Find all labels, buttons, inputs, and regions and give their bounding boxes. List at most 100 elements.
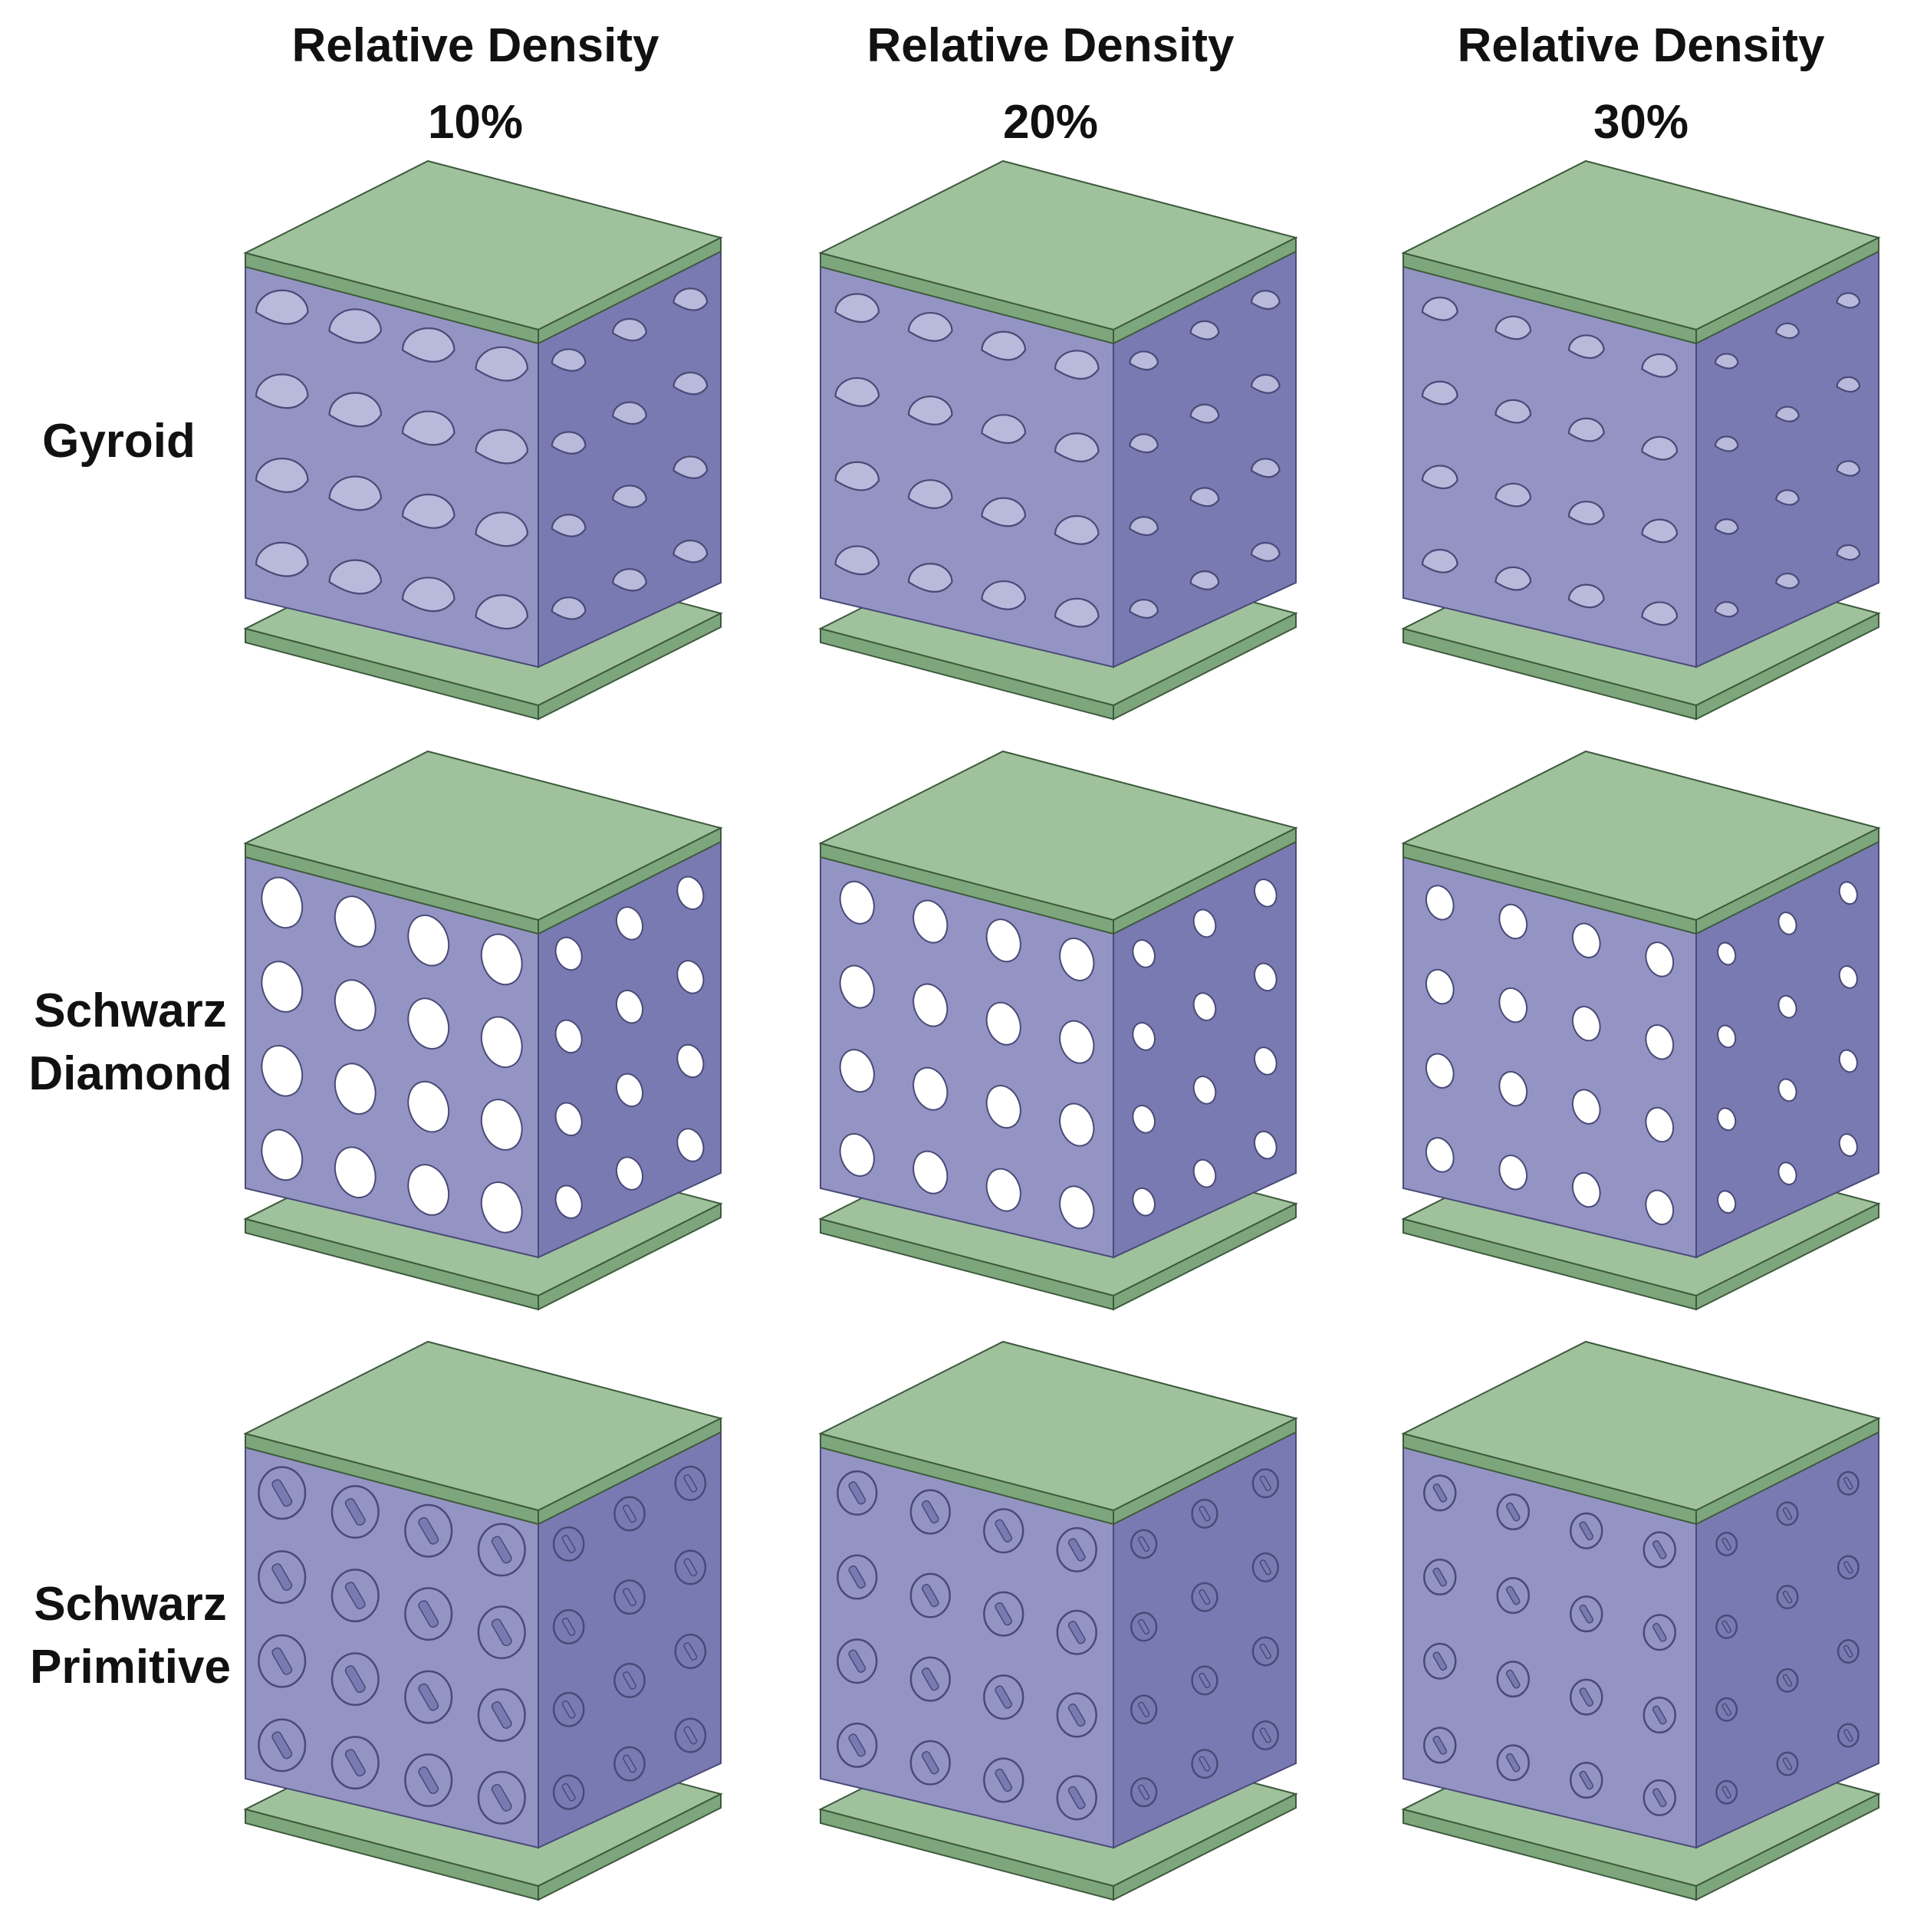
pore <box>1717 1024 1737 1049</box>
lattice-body <box>820 834 1297 1259</box>
pore <box>404 1587 453 1641</box>
pore <box>981 414 1027 444</box>
pore <box>554 936 583 971</box>
pore-neck <box>921 1751 939 1775</box>
plate-side-edge <box>1113 1417 1297 1526</box>
pore <box>1056 1775 1097 1821</box>
pore-neck <box>995 1768 1013 1792</box>
pore <box>1838 881 1858 905</box>
pore <box>1777 1162 1797 1185</box>
pore <box>1496 1661 1531 1698</box>
pore <box>983 1674 1024 1720</box>
plate-side-edge <box>1113 612 1297 721</box>
pore <box>1569 1762 1603 1799</box>
pore <box>330 1736 380 1790</box>
pore <box>552 1608 585 1644</box>
top-plate <box>243 750 723 935</box>
pore-neck <box>1652 1622 1667 1642</box>
pore <box>985 1001 1021 1046</box>
pore <box>1254 962 1278 992</box>
pore-neck <box>1505 1585 1521 1605</box>
column-title-line1: Relative Density <box>291 19 659 72</box>
pore-neck <box>491 1783 512 1812</box>
pore <box>1641 518 1679 544</box>
row-label-gyroid: Gyroid <box>0 410 238 473</box>
lattice-cell-diamond-20 <box>813 728 1365 1342</box>
pore-neck <box>344 1498 366 1526</box>
pore <box>983 1591 1024 1637</box>
pore-neck <box>1432 1736 1448 1755</box>
pore <box>985 1168 1021 1212</box>
pore <box>554 1102 583 1137</box>
pore <box>676 876 705 911</box>
pore <box>1495 399 1532 424</box>
pore-neck <box>344 1582 366 1610</box>
pore <box>612 401 647 426</box>
pore-neck <box>623 1588 636 1607</box>
pore <box>1836 292 1861 309</box>
pore <box>480 933 523 986</box>
pore <box>1189 403 1220 424</box>
pore-neck <box>344 1749 366 1777</box>
pore-neck <box>1721 1786 1731 1799</box>
plate-side-edge <box>1695 826 1879 935</box>
pore <box>907 312 953 342</box>
pore <box>1496 1744 1531 1782</box>
pore <box>554 1184 583 1219</box>
pore-neck <box>1432 1567 1448 1587</box>
pore <box>1422 1642 1457 1680</box>
pore <box>1567 583 1605 609</box>
pore <box>1717 1190 1737 1214</box>
pore <box>1567 334 1605 360</box>
pore <box>981 580 1027 610</box>
pore <box>258 1550 307 1604</box>
pore <box>1421 296 1458 321</box>
pore <box>1054 597 1100 628</box>
lattice-pores <box>839 879 1278 1230</box>
pore <box>676 960 705 994</box>
pore <box>613 1579 646 1615</box>
pore <box>913 1066 949 1111</box>
pore <box>477 1605 526 1660</box>
top-plate <box>243 1340 723 1526</box>
pore <box>1421 548 1458 573</box>
lattice-pores <box>1422 1470 1860 1816</box>
pore <box>834 377 880 407</box>
pore <box>1191 1665 1218 1696</box>
lattice-body <box>820 1424 1297 1849</box>
plate-side-edge <box>538 612 722 721</box>
pore <box>261 1044 304 1097</box>
pore <box>1714 601 1739 618</box>
pore <box>1777 994 1797 1019</box>
pore <box>334 979 377 1031</box>
row-label-line2: Diamond <box>28 1047 232 1100</box>
pore-neck <box>848 1649 866 1673</box>
pore-neck <box>1199 1756 1211 1772</box>
pore <box>907 396 953 426</box>
lattice-cell-primitive-30 <box>1396 1319 1927 1932</box>
pore <box>328 559 383 595</box>
lattice-body <box>245 244 722 669</box>
pore <box>1643 1531 1677 1569</box>
pore <box>674 1633 707 1669</box>
lattice-pores <box>837 1468 1280 1821</box>
pore <box>1641 353 1679 378</box>
pore <box>612 485 647 508</box>
pore-neck <box>1721 1620 1731 1634</box>
pore <box>1421 465 1458 490</box>
pore-neck <box>623 1504 636 1523</box>
pore <box>475 594 529 630</box>
pore-neck <box>1843 1729 1853 1742</box>
pore-neck <box>491 1618 512 1647</box>
lattice-cell-gyroid-30 <box>1396 138 1927 751</box>
pore <box>1495 566 1532 591</box>
pore <box>1777 1078 1797 1102</box>
plate-side-edge <box>538 1417 722 1526</box>
pore <box>1571 1089 1601 1125</box>
pore-neck <box>1067 1786 1086 1810</box>
pore <box>615 989 644 1024</box>
pore <box>1192 992 1217 1021</box>
pore-neck <box>271 1647 293 1675</box>
pore-neck <box>1432 1651 1448 1671</box>
pore <box>1129 350 1159 371</box>
